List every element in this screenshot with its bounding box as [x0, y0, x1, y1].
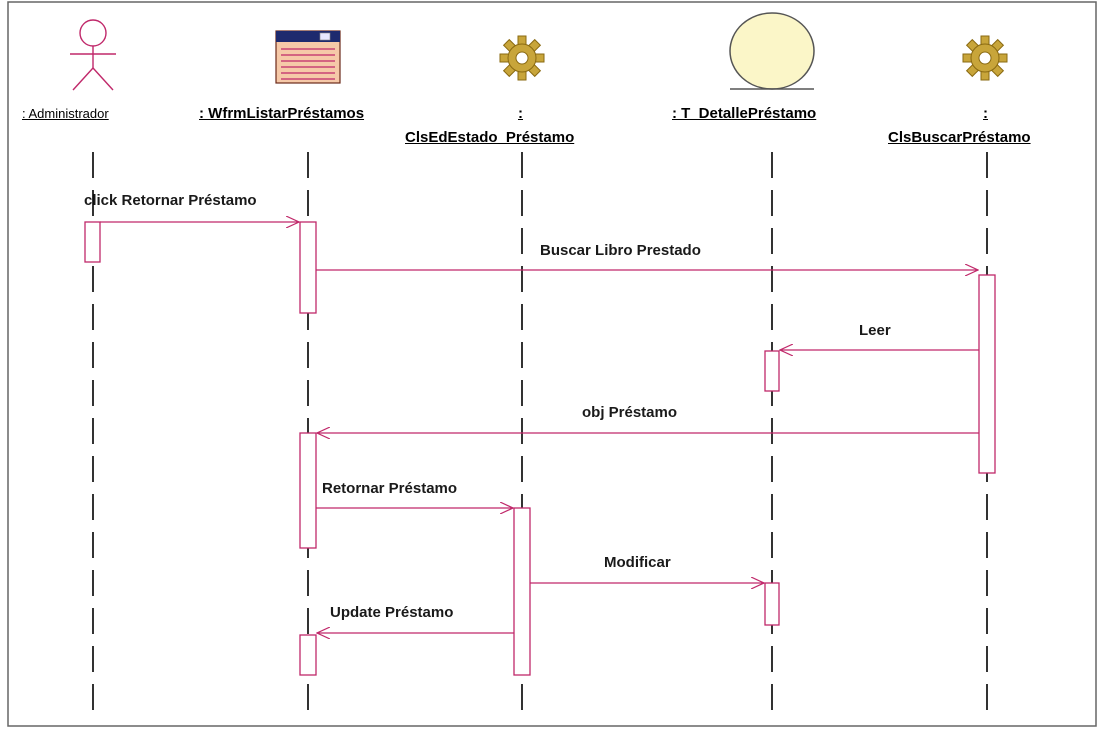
message-label: Retornar Préstamo — [322, 480, 458, 497]
gear-icon — [499, 35, 545, 81]
message-label: obj Préstamo — [582, 404, 678, 421]
activation-bar — [299, 634, 317, 676]
activation-bar — [513, 507, 531, 676]
gear-icon — [962, 35, 1008, 81]
participant-label-t-detalleprestamo: : T_DetallePréstamo — [672, 105, 817, 122]
diagram-frame — [7, 1, 1097, 727]
activation-bar — [978, 274, 996, 474]
activation-bar — [84, 221, 101, 263]
participant-label-clsedestado-colon: : — [518, 105, 523, 122]
participant-label-clsbuscarprestamo: ClsBuscarPréstamo — [888, 129, 1031, 146]
activation-bar — [299, 221, 317, 314]
entity-circle-icon — [729, 12, 815, 90]
message-label: Buscar Libro Prestado — [540, 242, 701, 259]
participant-label-wfrmlistarprestamos: : WfrmListarPréstamos — [199, 105, 365, 122]
activation-bar — [764, 350, 780, 392]
actor-icon — [70, 19, 116, 91]
activation-bar — [299, 432, 317, 549]
participant-label-clsedestado-prestamo: ClsEdEstado_Préstamo — [405, 129, 575, 146]
message-label: click Retornar Préstamo — [84, 192, 257, 209]
activation-bar — [764, 582, 780, 626]
window-form-icon — [275, 30, 341, 84]
participant-label-administrador: : Administrador — [22, 106, 109, 121]
message-label: Leer — [859, 322, 891, 339]
message-label: Modificar — [604, 554, 671, 571]
message-label: Update Préstamo — [330, 604, 454, 621]
participant-label-clsbuscar-colon: : — [983, 105, 988, 122]
